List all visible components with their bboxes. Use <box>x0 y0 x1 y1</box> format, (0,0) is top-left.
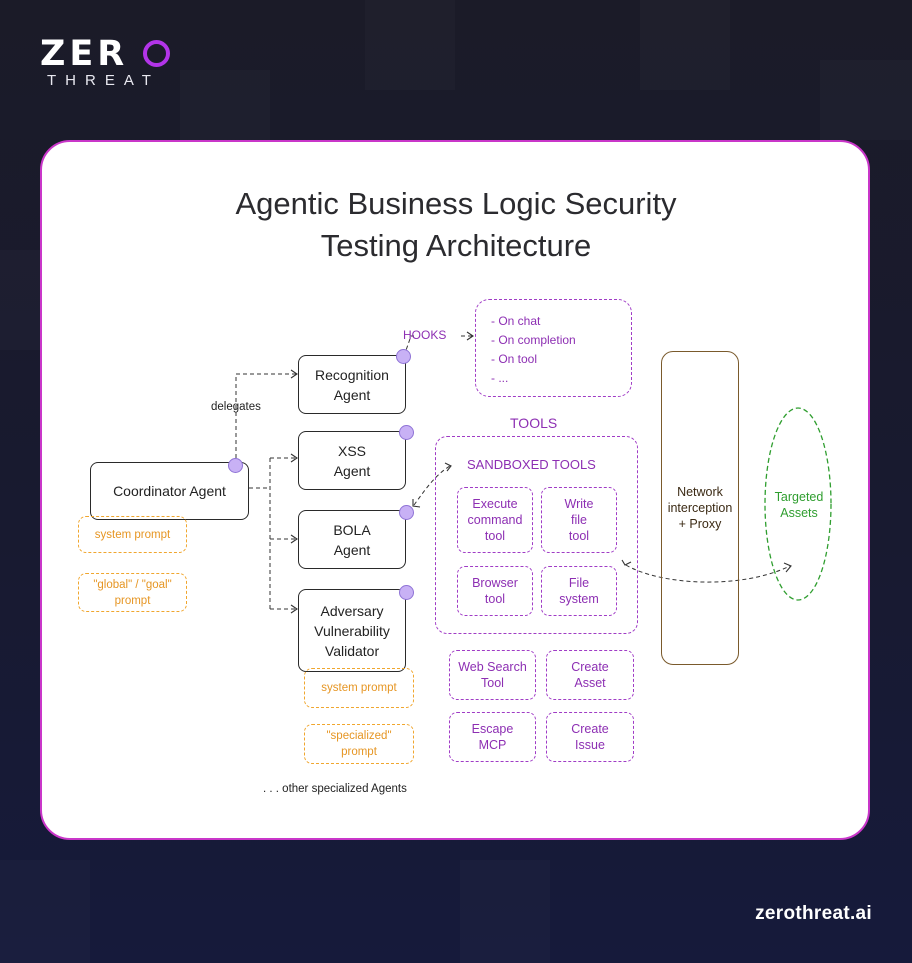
adversary-system-prompt: system prompt <box>304 668 414 708</box>
tool-label-line: MCP <box>478 738 507 752</box>
adversary-label-line2: Vulnerability <box>314 622 390 639</box>
hooks-box <box>475 299 632 397</box>
targeted-assets-label: Targeted Assets <box>766 489 832 521</box>
browser-tool: Browser tool <box>457 566 533 616</box>
recognition-agent-box: Recognition Agent <box>298 355 406 414</box>
xss-agent-label-line1: XSS <box>337 442 366 459</box>
tool-label-line: Tool <box>481 676 504 690</box>
tool-label-line: Escape <box>471 722 514 736</box>
tool-label-line: tool <box>568 529 590 543</box>
adversary-validator-box: Adversary Vulnerability Validator <box>298 589 406 672</box>
tool-label-line: File <box>568 576 590 590</box>
coordinator-connector-dot <box>228 458 243 473</box>
create-issue-tool: Create Issue <box>546 712 634 762</box>
arrowhead <box>290 369 298 379</box>
hooks-list: - On chat - On completion - On tool - ..… <box>491 312 576 388</box>
hook-item: - On tool <box>491 352 538 366</box>
targeted-assets-ellipse <box>764 407 832 601</box>
bola-to-sandbox-connector <box>413 465 451 506</box>
escape-mcp-tool: Escape MCP <box>449 712 536 762</box>
sandboxed-tools-label: SANDBOXED TOOLS <box>467 457 596 472</box>
arrowhead <box>290 604 298 614</box>
tool-label-line: tool <box>484 529 506 543</box>
hook-item: - On completion <box>491 333 576 347</box>
delegate-connector-recognition <box>235 373 296 465</box>
xss-connector-dot <box>399 425 414 440</box>
file-system-tool: File system <box>541 566 617 616</box>
adversary-label-line3: Validator <box>324 642 380 659</box>
diagram-title-line2: Testing Architecture <box>320 228 592 263</box>
web-search-tool: Web Search Tool <box>449 650 536 700</box>
tool-label-line: Write <box>564 497 594 511</box>
tool-label-line: tool <box>484 592 506 606</box>
coordinator-system-prompt-text: system prompt <box>94 528 171 541</box>
bola-agent-label-line2: Agent <box>333 541 371 558</box>
hooks-label: HOOKS <box>403 328 447 342</box>
specialized-prompt: "specialized" prompt <box>304 724 414 764</box>
coordinator-system-prompt: system prompt <box>78 516 187 553</box>
other-agents-label: . . . other specialized Agents <box>263 783 407 795</box>
zerothreat-logo[interactable]: ZER THREAT <box>40 36 172 92</box>
sandboxed-tools-box <box>435 436 638 634</box>
website-link[interactable]: zerothreat.ai <box>755 903 872 924</box>
bola-agent-box: BOLA Agent <box>298 510 406 569</box>
logo-wordmark: ZER <box>40 34 129 74</box>
specialized-prompt-line1: "specialized" <box>326 730 392 742</box>
recognition-agent-label-line1: Recognition <box>315 366 389 383</box>
assets-label-line: Targeted <box>774 490 824 504</box>
arrowhead <box>412 499 421 508</box>
tool-label-line: file <box>571 513 587 527</box>
xss-agent-label-line2: Agent <box>333 462 371 479</box>
arrowhead <box>290 534 298 544</box>
arrowhead <box>444 462 452 472</box>
xss-agent-box: XSS Agent <box>298 431 406 490</box>
delegates-label: delegates <box>211 401 261 413</box>
arrowhead <box>466 331 474 341</box>
recognition-connector-dot <box>396 349 411 364</box>
proxy-label-line: Network <box>677 485 723 499</box>
tools-label: TOOLS <box>510 415 558 431</box>
adversary-system-prompt-text: system prompt <box>321 682 397 694</box>
arrowhead <box>783 562 792 573</box>
tool-label-line: Issue <box>575 738 605 752</box>
tool-label-line: Asset <box>574 676 606 690</box>
assets-label-line: Assets <box>780 506 818 520</box>
arrowhead <box>290 453 298 463</box>
arrowhead <box>621 559 632 566</box>
hook-item: - ... <box>491 371 509 385</box>
proxy-label-line: + Proxy <box>678 517 722 531</box>
tool-label-line: Web Search <box>458 660 527 674</box>
logo-subtitle: THREAT <box>47 72 160 89</box>
tool-label-line: Create <box>571 660 609 674</box>
goal-prompt-line1: "global" / "goal" <box>93 578 172 591</box>
tool-label-line: Create <box>571 722 609 736</box>
write-file-tool: Write file tool <box>541 487 617 553</box>
recognition-agent-label-line2: Agent <box>333 386 371 403</box>
proxy-label-line: interception <box>667 501 733 515</box>
goal-prompt-line2: prompt <box>114 594 151 607</box>
tool-label-line: Browser <box>472 576 518 590</box>
create-asset-tool: Create Asset <box>546 650 634 700</box>
logo-circle-icon <box>143 40 170 67</box>
execute-command-tool: Execute command tool <box>457 487 533 553</box>
bola-connector-dot <box>399 505 414 520</box>
adversary-label-line1: Adversary <box>320 602 384 619</box>
sandbox-to-assets-connector <box>625 564 791 583</box>
bola-agent-label-line1: BOLA <box>333 521 371 538</box>
coordinator-agent-label: Coordinator Agent <box>113 483 226 499</box>
specialized-prompt-line2: prompt <box>341 746 377 758</box>
coordinator-goal-prompt: "global" / "goal" prompt <box>78 573 187 612</box>
diagram-title-line1: Agentic Business Logic Security <box>235 186 677 221</box>
adversary-connector-dot <box>399 585 414 600</box>
hook-item: - On chat <box>491 314 541 328</box>
tool-label-line: Execute <box>472 497 518 511</box>
tool-label-line: command <box>467 513 523 527</box>
network-proxy-box: Network interception + Proxy <box>661 351 739 665</box>
tool-label-line: system <box>559 592 599 606</box>
coordinator-agent-box: Coordinator Agent <box>90 462 249 520</box>
